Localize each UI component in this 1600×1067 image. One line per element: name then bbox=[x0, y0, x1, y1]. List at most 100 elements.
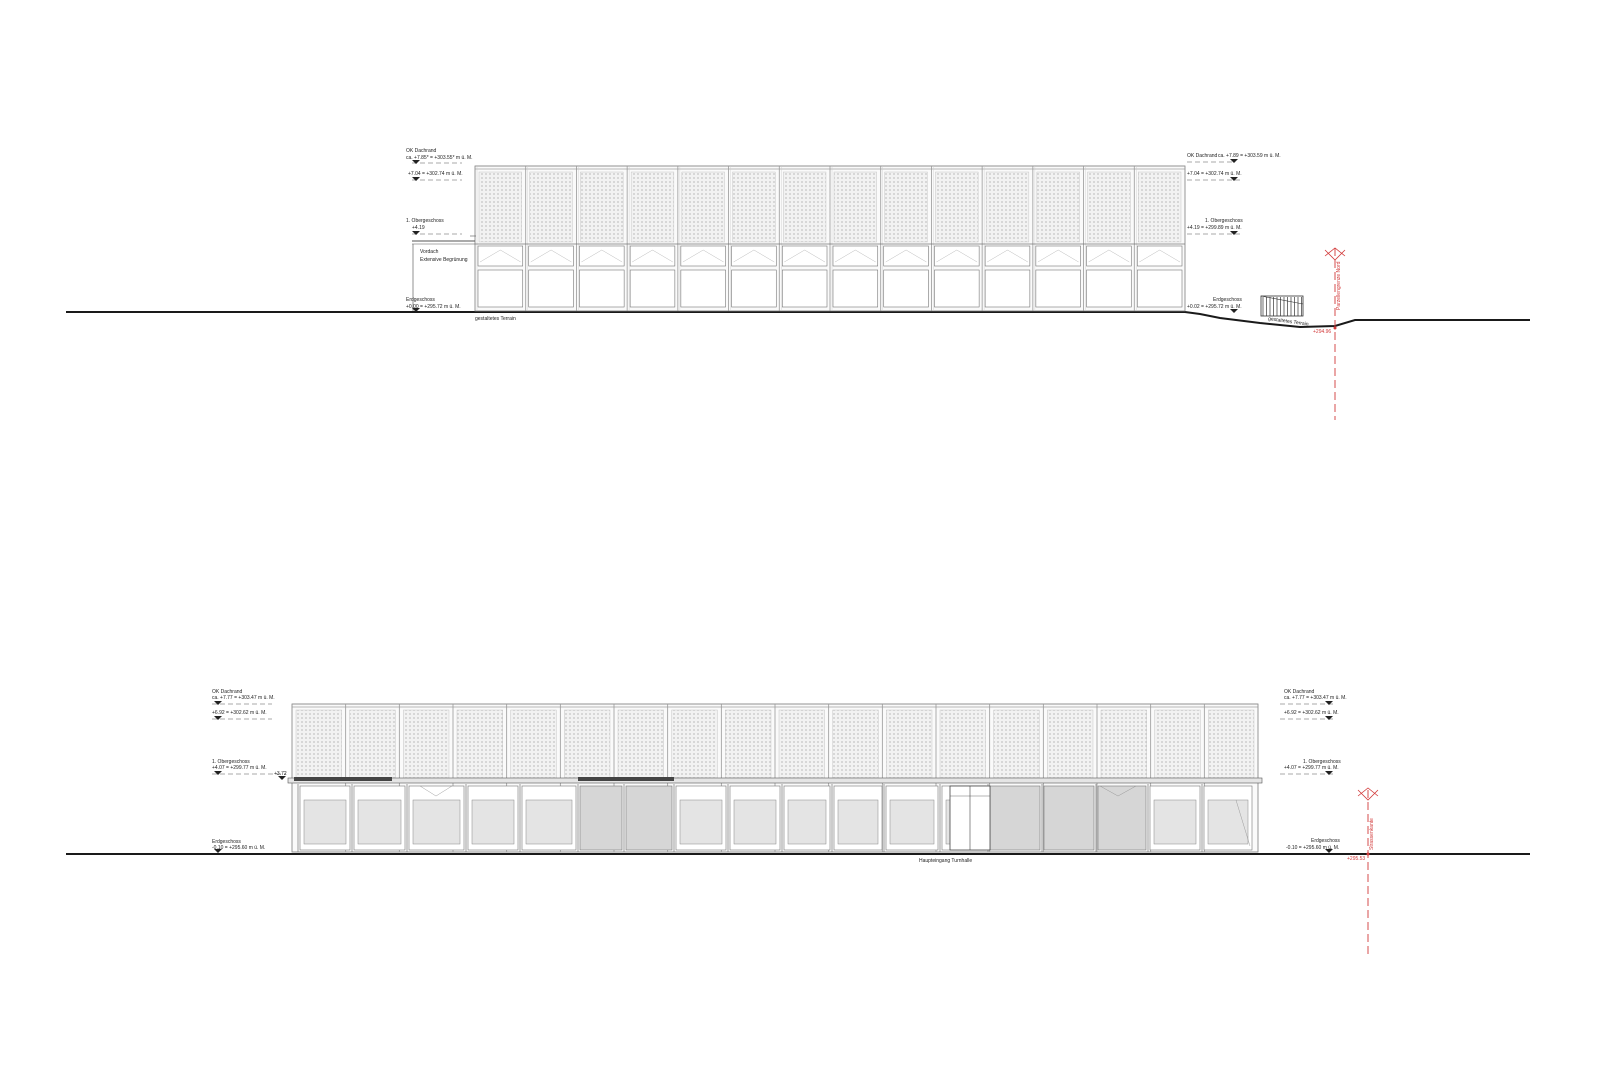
ground-line-top bbox=[66, 311, 1530, 329]
upper-window bbox=[680, 245, 726, 267]
perforated-panel bbox=[1047, 709, 1094, 779]
perforated-panel bbox=[935, 171, 979, 243]
elevation-top: Vordach Extensive Begrünung OK Dachrand … bbox=[66, 148, 1530, 420]
glass-panel bbox=[579, 785, 623, 851]
boundary-label: Strassenkante bbox=[1369, 818, 1375, 850]
level-value: -0.10 = +295.60 m ü. M. bbox=[1286, 845, 1339, 851]
upper-window bbox=[883, 245, 929, 267]
perforated-panel bbox=[349, 709, 396, 779]
building-bottom bbox=[287, 703, 1263, 853]
perforated-panel bbox=[1087, 171, 1131, 243]
window-pane bbox=[787, 799, 827, 845]
upper-window bbox=[528, 245, 574, 267]
perforated-panel bbox=[832, 709, 879, 779]
lower-window bbox=[1035, 269, 1081, 308]
upper-window bbox=[1086, 245, 1132, 267]
upper-window bbox=[1136, 245, 1183, 267]
lower-window bbox=[1136, 269, 1183, 308]
window-pane bbox=[412, 799, 461, 845]
level-value: +7.04 = +302.74 m ü. M. bbox=[408, 171, 463, 177]
upper-window bbox=[984, 245, 1031, 267]
boundary-value: +295.53 bbox=[1347, 856, 1365, 862]
perforated-panel bbox=[993, 709, 1040, 779]
level-name: 1. Obergeschoss bbox=[1205, 218, 1243, 224]
upper-window bbox=[731, 245, 777, 267]
levels-left-top: OK Dachrand ca. +7.85* = +303.55* m ü. M… bbox=[406, 148, 473, 312]
perforated-panel bbox=[564, 709, 611, 779]
lower-window bbox=[984, 269, 1031, 308]
window-pane bbox=[525, 799, 573, 845]
glass-panel bbox=[989, 785, 1041, 851]
window-pane bbox=[837, 799, 879, 845]
level-value: +4.19 = +299.89 m ü. M. bbox=[1187, 225, 1242, 231]
perforated-panel bbox=[295, 709, 342, 779]
level-value: ca. +7.77 = +303.47 m ü. M. bbox=[1284, 695, 1347, 701]
perforated-panel bbox=[529, 171, 573, 243]
floor-band bbox=[287, 777, 1263, 784]
glass-panel bbox=[1043, 785, 1095, 851]
elevation-bottom: OK Dachrand ca. +7.77 = +303.47 m ü. M. … bbox=[66, 689, 1530, 955]
level-value: +7.04 = +302.74 m ü. M. bbox=[1187, 171, 1242, 177]
perforated-panel bbox=[671, 709, 718, 779]
levels-left-bottom: OK Dachrand ca. +7.77 = +303.47 m ü. M. … bbox=[212, 689, 287, 853]
canopy-value: +3.72 bbox=[274, 771, 287, 777]
level-value: +0.02 = +295.72 m ü. M. bbox=[1187, 304, 1242, 310]
perforated-panel bbox=[884, 171, 928, 243]
canopy-top bbox=[412, 235, 476, 311]
boundary-line-top bbox=[1324, 247, 1346, 420]
perforated-panel bbox=[725, 709, 772, 779]
upper-window bbox=[781, 245, 828, 267]
perforated-panel bbox=[617, 709, 664, 779]
building-top bbox=[474, 165, 1186, 312]
window-pane bbox=[679, 799, 723, 845]
window-pane bbox=[471, 799, 515, 845]
upper-window bbox=[1035, 245, 1081, 267]
perforated-panel bbox=[985, 171, 1030, 243]
upper-window bbox=[579, 245, 625, 267]
level-name: Erdgeschoss bbox=[1311, 838, 1340, 844]
canopy-mid bbox=[578, 777, 674, 781]
upper-window bbox=[832, 245, 879, 267]
level-name: Erdgeschoss bbox=[1213, 297, 1242, 303]
perforated-panel bbox=[1036, 171, 1080, 243]
level-value: +4.19 bbox=[412, 225, 425, 231]
lower-window bbox=[731, 269, 777, 308]
perforated-panel bbox=[833, 171, 877, 243]
level-value: +6.92 = +302.62 m ü. M. bbox=[1284, 710, 1339, 716]
upper-window bbox=[629, 245, 676, 267]
perforated-panel bbox=[580, 171, 624, 243]
level-name: 1. Obergeschoss bbox=[212, 759, 250, 765]
lower-window bbox=[680, 269, 726, 308]
lower-window bbox=[832, 269, 879, 308]
terrain-label-right: gestaltetes Terrain bbox=[1268, 316, 1309, 328]
level-value: +4.07 = +299.77 m ü. M. bbox=[1284, 765, 1339, 771]
level-name: Erdgeschoss bbox=[406, 297, 435, 303]
perforated-panel bbox=[403, 709, 450, 779]
perforated-panel bbox=[732, 171, 776, 243]
level-name: 1. Obergeschoss bbox=[406, 218, 444, 224]
levels-right-top: OK Dachrand ca. +7.89 = +303.59 m ü. M. … bbox=[1187, 153, 1281, 313]
boundary-label: Parzellengrenze Nord bbox=[1336, 261, 1342, 310]
window-pane bbox=[303, 799, 347, 845]
lower-window bbox=[477, 269, 524, 308]
level-value: ca. +7.89 = +303.59 m ü. M. bbox=[1218, 153, 1281, 159]
level-name: 1. Obergeschoss bbox=[1303, 759, 1341, 765]
window-pane bbox=[357, 799, 402, 845]
level-name: OK Dachrand bbox=[212, 689, 243, 695]
lower-window bbox=[1086, 269, 1132, 308]
perforated-panel bbox=[1208, 709, 1255, 779]
perforated-panel bbox=[783, 171, 827, 243]
perforated-panel bbox=[456, 709, 503, 779]
perforated-panel bbox=[478, 171, 522, 243]
boundary-value: +294.96 bbox=[1313, 329, 1331, 335]
level-value: ca. +7.85* = +303.55* m ü. M. bbox=[406, 155, 473, 161]
upper-window bbox=[477, 245, 524, 267]
level-value: +4.07 = +299.77 m ü. M. bbox=[212, 765, 267, 771]
boundary-line-bottom bbox=[1357, 787, 1379, 955]
perforated-panel bbox=[778, 709, 825, 779]
level-value: -0.10 = +295.60 m ü. M. bbox=[212, 845, 265, 851]
lower-window bbox=[781, 269, 828, 308]
lower-window bbox=[883, 269, 929, 308]
window-pane bbox=[1153, 799, 1197, 845]
